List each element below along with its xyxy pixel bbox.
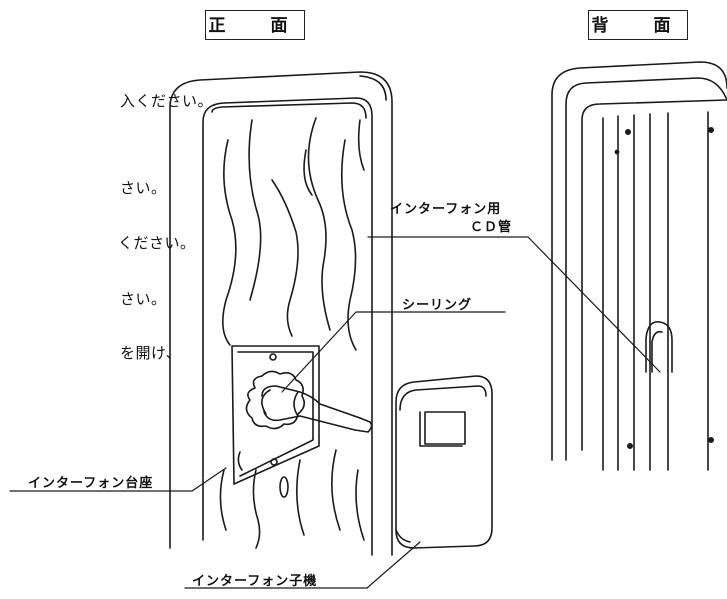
- instruction-line-1: 入ください。: [120, 92, 214, 110]
- back-view-heading: 背 面: [588, 10, 688, 40]
- base-label: インターフォン台座: [28, 476, 154, 491]
- sealing-label: シーリング: [402, 298, 473, 313]
- intercom-handset: [395, 375, 493, 549]
- front-post: [169, 71, 393, 556]
- front-view-heading: 正 面: [205, 10, 305, 40]
- handset-label: インターフォン子機: [192, 574, 318, 589]
- instruction-line-4: さい。: [120, 290, 167, 308]
- cd-pipe-label-2: ＣＤ管: [470, 220, 513, 235]
- back-post: [551, 61, 727, 471]
- instruction-line-3: ください。: [118, 234, 196, 252]
- instruction-line-5: を開け、: [120, 344, 182, 362]
- cd-pipe-label: インターフォン用: [390, 202, 502, 217]
- instruction-line-2: さい。: [120, 179, 167, 197]
